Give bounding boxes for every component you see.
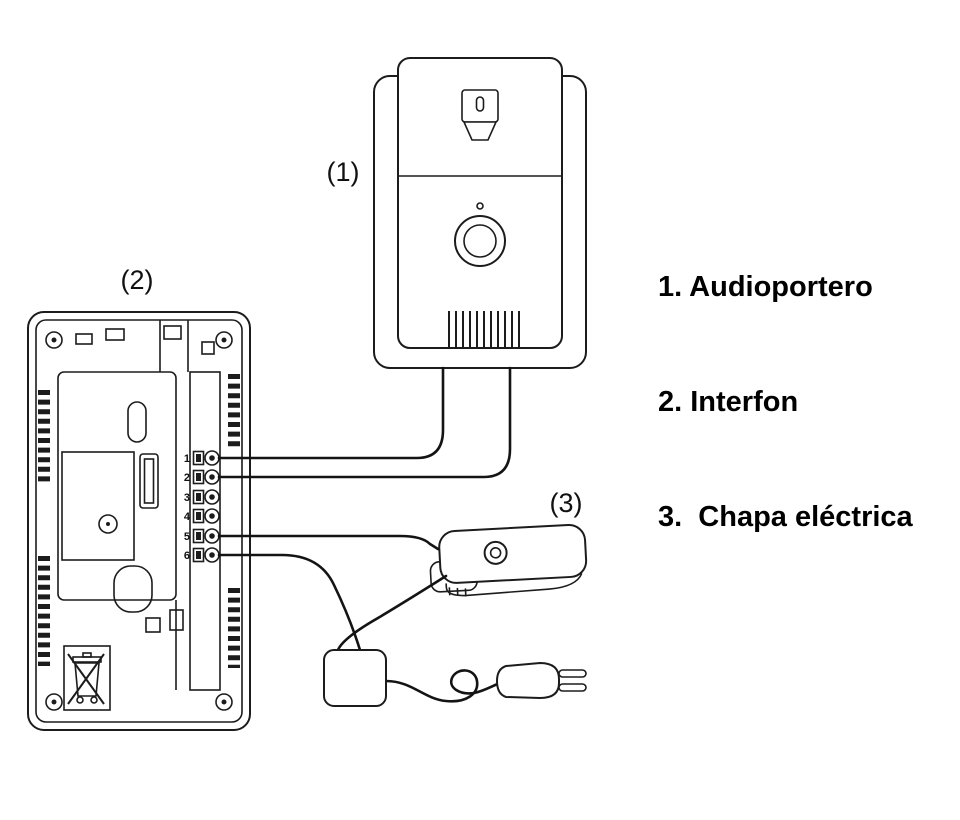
call-button-inner-ring — [463, 224, 497, 258]
lock-button-outer — [483, 540, 508, 565]
terminal-row-6: 6 — [184, 547, 220, 563]
terminal-screw-center — [209, 533, 215, 539]
vent-slots — [38, 374, 240, 668]
camera-lens-slot — [475, 96, 485, 112]
screw-center — [51, 699, 57, 705]
screw-top-right — [215, 331, 233, 349]
legend-item-2: 2. Interfon — [658, 386, 798, 418]
lock-body-thickness — [445, 573, 583, 597]
screw-center — [221, 699, 227, 705]
mounting-clip — [159, 320, 189, 372]
bin-wheel-right — [90, 696, 98, 704]
wires — [217, 366, 512, 703]
wire-terminal-6-adapter — [217, 553, 362, 652]
interfon-unit: 1 2 3 4 — [27, 311, 251, 731]
terminal-slot-contact — [196, 551, 201, 559]
wire-audioportero-terminal-1 — [217, 366, 445, 460]
bottom-square-b — [169, 609, 184, 631]
interfon-case-inner — [35, 319, 243, 723]
terminal-row-2: 2 — [184, 469, 220, 485]
top-slot-a — [75, 333, 93, 345]
interfon-case-outer — [27, 311, 251, 731]
wire-terminal-5-lock — [217, 534, 440, 551]
terminal-number: 4 — [184, 511, 191, 523]
corner-screws — [45, 331, 233, 711]
clip-hole — [163, 325, 182, 340]
lock-body — [438, 523, 588, 584]
legend-item-1: 1. Audioportero — [658, 271, 873, 303]
screw-bottom-right — [215, 693, 233, 711]
weee-symbol — [63, 645, 111, 711]
terminal-slot-contact — [196, 512, 201, 520]
plug-prong-bottom — [558, 683, 587, 692]
terminal-row-1: 1 — [184, 450, 220, 466]
callout-2: (2) — [121, 265, 154, 295]
plug-body — [495, 661, 560, 700]
legend-item-3: 3. Chapa eléctrica — [658, 501, 914, 533]
terminal-slot-contact — [196, 454, 201, 462]
wire-audioportero-terminal-2 — [217, 366, 512, 479]
top-slot-c — [201, 341, 215, 355]
lock-button-inner — [489, 547, 502, 559]
camera-window — [461, 89, 499, 141]
terminal-screw-center — [209, 494, 215, 500]
power-cord-loop — [384, 669, 502, 703]
pcb-sub-box — [61, 451, 135, 561]
cable-grommet — [113, 565, 153, 613]
screw-center — [221, 337, 227, 343]
terminal-screw-center — [209, 513, 215, 519]
adjust-hole — [98, 514, 118, 534]
call-button-outer-ring — [454, 215, 506, 267]
bin-body — [74, 662, 100, 697]
terminal-screw-center — [209, 455, 215, 461]
screw-center — [51, 337, 57, 343]
bin-lid — [72, 656, 102, 663]
screw-top-left — [45, 331, 63, 349]
callout-3: (3) — [550, 488, 583, 518]
terminal-row-5: 5 — [184, 528, 220, 544]
pcb-bay — [57, 371, 177, 601]
bottom-square-a — [145, 617, 161, 633]
connector-port — [139, 453, 159, 509]
callout-1: (1) — [327, 157, 360, 187]
cross-line-b — [67, 653, 105, 705]
power-adapter — [323, 649, 387, 707]
audioportero-unit — [373, 57, 587, 369]
indicator-dot — [476, 202, 484, 210]
top-slot-b — [105, 328, 125, 341]
legend: 1. Audioportero 2. Interfon 3. Chapa elé… — [658, 271, 914, 533]
plug-prong-top — [558, 669, 587, 678]
power-plug — [495, 661, 587, 700]
terminal-number: 1 — [184, 453, 190, 465]
terminal-screw-center — [209, 474, 215, 480]
connector-port-inner — [143, 458, 155, 504]
terminal-slot-contact — [196, 493, 201, 501]
call-button — [454, 215, 506, 267]
terminal-slot-contact — [196, 532, 201, 540]
adjust-hole-center — [106, 522, 110, 526]
terminal-number: 2 — [184, 472, 190, 484]
terminal-row-4: 4 — [184, 508, 220, 524]
terminal-screw-center — [209, 552, 215, 558]
terminal-slot-contact — [196, 473, 201, 481]
terminal-number: 5 — [184, 531, 190, 543]
screw-bottom-left — [45, 693, 63, 711]
oval-slot — [127, 401, 147, 443]
camera-hood — [462, 121, 498, 141]
wire-lock-adapter — [336, 574, 448, 652]
weee-frame — [63, 645, 111, 711]
bin-wheel-left — [76, 696, 84, 704]
terminal-number: 3 — [184, 492, 190, 504]
electric-lock — [429, 523, 588, 597]
terminal-row-3: 3 — [184, 489, 220, 505]
terminal-number: 6 — [184, 550, 190, 562]
